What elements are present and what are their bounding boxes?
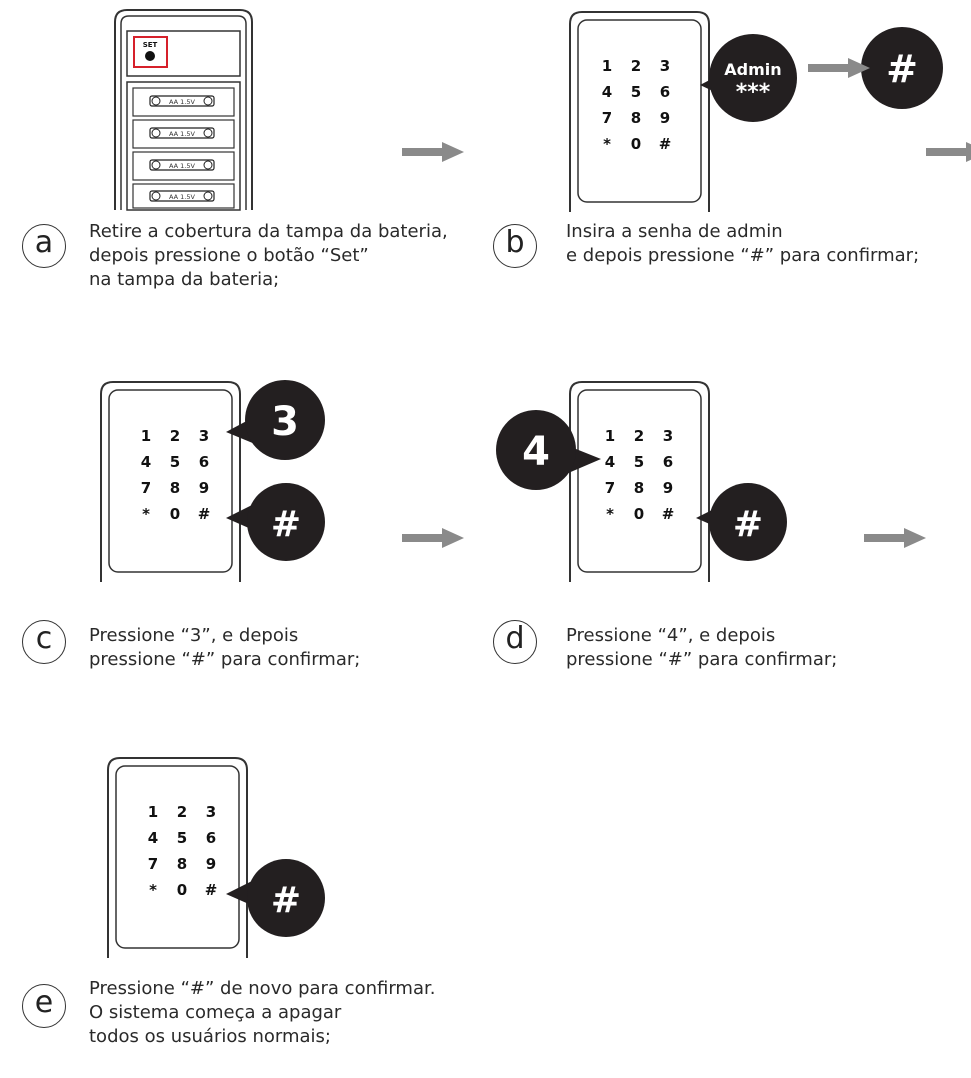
key-8[interactable]: 8	[631, 109, 641, 127]
key-9[interactable]: 9	[206, 855, 216, 873]
hash-key-bubble: #	[861, 27, 943, 109]
device-d-keypad	[569, 381, 710, 582]
arrow-right-icon	[864, 528, 926, 548]
key-3[interactable]: 3	[660, 57, 670, 75]
battery-label: AA 1.5V	[169, 98, 195, 106]
hash-symbol: #	[271, 504, 301, 545]
step-marker-d: d	[493, 620, 537, 664]
admin-stars: ***	[736, 80, 771, 105]
battery-label: AA 1.5V	[169, 162, 195, 170]
arrow-right-icon	[808, 58, 870, 78]
key-7[interactable]: 7	[141, 479, 151, 497]
key-0[interactable]: 0	[634, 505, 644, 523]
set-label: SET	[143, 41, 158, 49]
key-9[interactable]: 9	[660, 109, 670, 127]
key-6[interactable]: 6	[199, 453, 209, 471]
key-3[interactable]: 3	[663, 427, 673, 445]
key-4-symbol: 4	[522, 429, 550, 475]
key-2[interactable]: 2	[177, 803, 187, 821]
key-4[interactable]: 4	[141, 453, 151, 471]
key-5[interactable]: 5	[631, 83, 641, 101]
key-1[interactable]: 1	[605, 427, 615, 445]
key-star[interactable]: *	[606, 505, 614, 523]
battery-compartment: AA 1.5V AA 1.5V AA 1.5V AA 1.5V	[132, 87, 235, 209]
key-hash[interactable]: #	[662, 505, 675, 523]
key-3[interactable]: 3	[206, 803, 216, 821]
key-4[interactable]: 4	[148, 829, 158, 847]
key-3[interactable]: 3	[199, 427, 209, 445]
battery-3: AA 1.5V	[149, 159, 215, 171]
key-3-bubble: 3	[226, 380, 325, 460]
admin-label: Admin	[724, 60, 781, 79]
key-0[interactable]: 0	[631, 135, 641, 153]
step-e-caption: Pressione “#” de novo para confirmar. O …	[89, 978, 436, 1047]
key-6[interactable]: 6	[660, 83, 670, 101]
key-2[interactable]: 2	[631, 57, 641, 75]
key-star[interactable]: *	[142, 505, 150, 523]
battery-label: AA 1.5V	[169, 193, 195, 201]
key-9[interactable]: 9	[199, 479, 209, 497]
step-d-caption: Pressione “4”, e depois pressione “#” pa…	[566, 625, 838, 670]
admin-password-bubble: Admin ***	[700, 34, 797, 122]
key-8[interactable]: 8	[634, 479, 644, 497]
keypad-d: 1 2 3 4 5 6 7 8 9 * 0 #	[605, 427, 675, 523]
battery-4: AA 1.5V	[149, 190, 215, 202]
step-marker-a: a	[22, 224, 66, 268]
key-2[interactable]: 2	[634, 427, 644, 445]
key-7[interactable]: 7	[148, 855, 158, 873]
hash-key-bubble: #	[226, 859, 325, 937]
key-star[interactable]: *	[149, 881, 157, 899]
key-2[interactable]: 2	[170, 427, 180, 445]
key-5[interactable]: 5	[177, 829, 187, 847]
key-5[interactable]: 5	[634, 453, 644, 471]
key-4[interactable]: 4	[602, 83, 612, 101]
key-9[interactable]: 9	[663, 479, 673, 497]
battery-label: AA 1.5V	[169, 130, 195, 138]
arrow-right-icon	[402, 142, 464, 162]
key-star[interactable]: *	[603, 135, 611, 153]
step-a-caption: Retire a cobertura da tampa da bateria, …	[89, 221, 448, 290]
arrow-right-icon	[402, 528, 464, 548]
step-marker-e: e	[22, 984, 66, 1028]
device-c-keypad	[100, 381, 241, 582]
key-hash[interactable]: #	[198, 505, 211, 523]
key-6[interactable]: 6	[206, 829, 216, 847]
hash-key-bubble: #	[696, 483, 787, 561]
keypad-b: 1 2 3 4 5 6 7 8 9 * 0 #	[602, 57, 672, 153]
key-1[interactable]: 1	[141, 427, 151, 445]
set-button[interactable]: SET	[133, 36, 168, 68]
device-b-keypad	[569, 11, 710, 212]
hash-key-bubble: #	[226, 483, 325, 561]
step-marker-c: c	[22, 620, 66, 664]
key-7[interactable]: 7	[602, 109, 612, 127]
key-4-bubble: 4	[496, 410, 601, 490]
keypad-c: 1 2 3 4 5 6 7 8 9 * 0 #	[141, 427, 211, 523]
device-a-battery-cover	[114, 9, 253, 211]
key-8[interactable]: 8	[170, 479, 180, 497]
battery-2: AA 1.5V	[149, 127, 215, 139]
key-0[interactable]: 0	[170, 505, 180, 523]
key-4[interactable]: 4	[605, 453, 615, 471]
key-7[interactable]: 7	[605, 479, 615, 497]
keypad-e: 1 2 3 4 5 6 7 8 9 * 0 #	[148, 803, 218, 899]
step-b-caption: Insira a senha de admin e depois pressio…	[566, 221, 920, 266]
step-c-caption: Pressione “3”, e depois pressione “#” pa…	[89, 625, 361, 670]
hash-symbol: #	[733, 504, 763, 545]
key-3-symbol: 3	[271, 399, 299, 445]
arrow-right-icon	[926, 142, 971, 162]
battery-1: AA 1.5V	[149, 95, 215, 107]
step-marker-b: b	[493, 224, 537, 268]
key-0[interactable]: 0	[177, 881, 187, 899]
key-1[interactable]: 1	[602, 57, 612, 75]
key-8[interactable]: 8	[177, 855, 187, 873]
key-hash[interactable]: #	[205, 881, 218, 899]
key-5[interactable]: 5	[170, 453, 180, 471]
device-e-keypad	[107, 757, 248, 958]
key-6[interactable]: 6	[663, 453, 673, 471]
key-1[interactable]: 1	[148, 803, 158, 821]
key-hash[interactable]: #	[659, 135, 672, 153]
hash-symbol: #	[886, 47, 918, 91]
hash-symbol: #	[271, 880, 301, 921]
